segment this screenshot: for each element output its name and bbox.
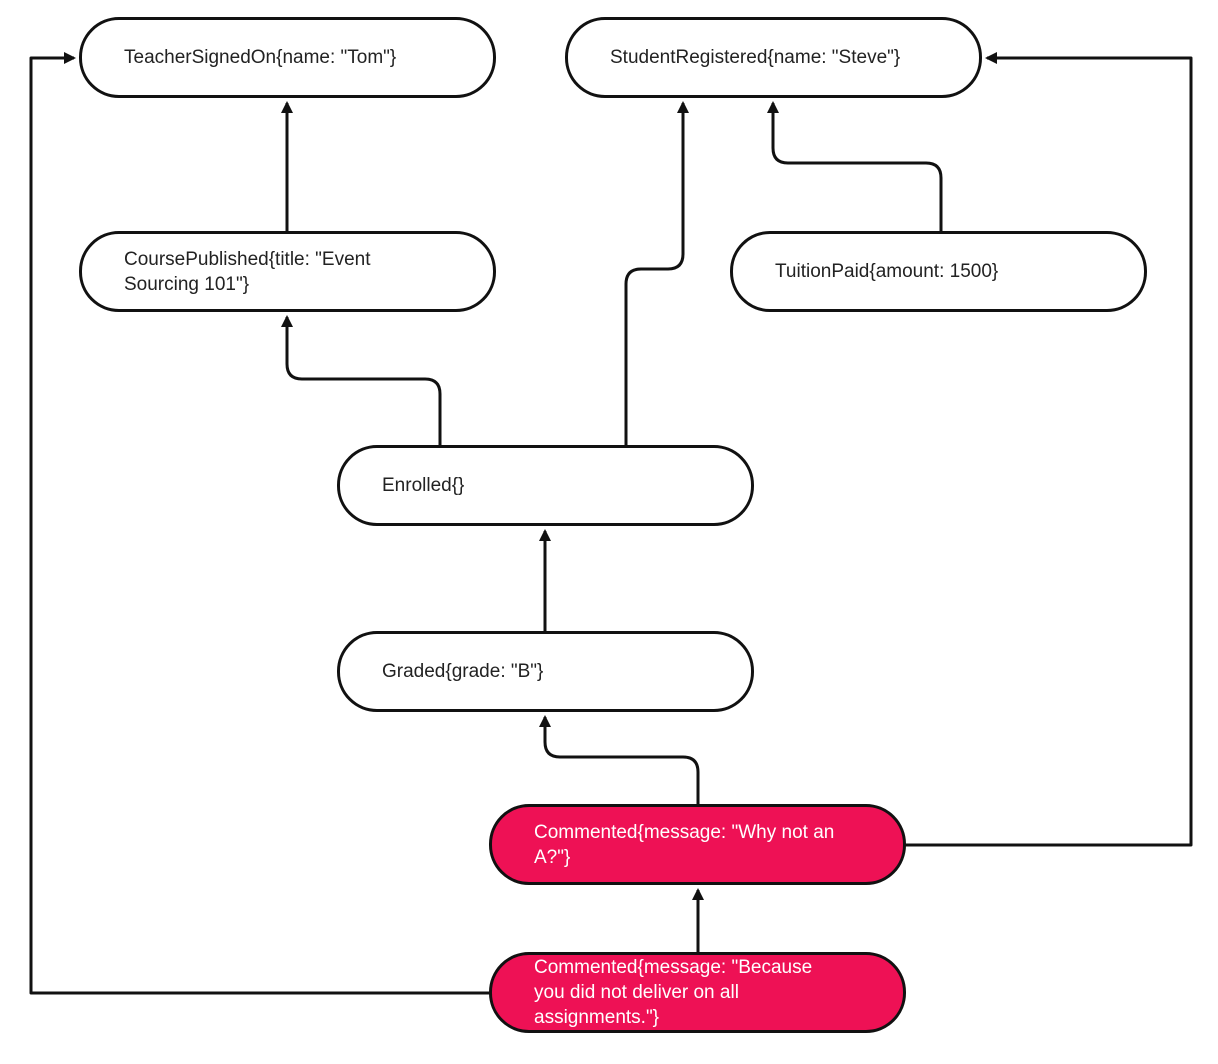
node-label: Graded{grade: "B"} — [382, 661, 544, 682]
node-label: TuitionPaid{amount: 1500} — [775, 261, 999, 282]
node-course-published[interactable]: CoursePublished{title: "Event Sourcing 1… — [79, 231, 496, 312]
node-label: TeacherSignedOn{name: "Tom"} — [124, 47, 397, 68]
node-student-registered[interactable]: StudentRegistered{name: "Steve"} — [565, 17, 982, 98]
edge-tuition-to-student — [767, 101, 943, 232]
node-commented-why-not-a[interactable]: Commented{message: "Why not an A?"} — [489, 804, 906, 885]
node-label: CoursePublished{title: "Event Sourcing 1… — [124, 248, 371, 295]
edge-comment1-to-student — [905, 52, 1193, 847]
node-label: Enrolled{} — [382, 475, 465, 496]
node-enrolled[interactable]: Enrolled{} — [337, 445, 754, 526]
node-teacher-signed-on[interactable]: TeacherSignedOn{name: "Tom"} — [79, 17, 496, 98]
node-graded[interactable]: Graded{grade: "B"} — [337, 631, 754, 712]
node-label: StudentRegistered{name: "Steve"} — [610, 47, 901, 68]
node-commented-because[interactable]: Commented{message: "Because you did not … — [489, 952, 906, 1033]
edge-enrolled-to-student — [624, 101, 689, 446]
node-label: Commented{message: "Why not an A?"} — [534, 821, 835, 868]
node-tuition-paid[interactable]: TuitionPaid{amount: 1500} — [730, 231, 1147, 312]
edge-comment2-to-teacher — [29, 52, 491, 995]
node-label: Commented{message: "Because you did not … — [534, 957, 813, 1028]
edge-comment1-to-graded — [539, 715, 700, 805]
edge-enrolled-to-course — [281, 315, 442, 446]
